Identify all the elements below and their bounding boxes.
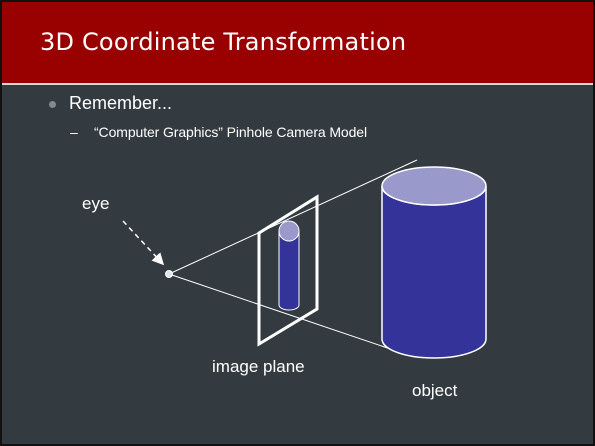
- sub-bullet-pinhole-camera: “Computer Graphics” Pinhole Camera Model: [94, 124, 367, 140]
- projection-ray-bottom: [168, 273, 415, 358]
- image-plane-label: image plane: [212, 357, 305, 376]
- bullet-remember: Remember...: [69, 93, 173, 113]
- sub-bullet-dash: –: [70, 124, 78, 140]
- eye-point: [165, 270, 173, 278]
- projection-ray-top: [168, 159, 418, 275]
- object-label: object: [412, 381, 458, 400]
- slide-title: 3D Coordinate Transformation: [40, 28, 407, 56]
- eye-label: eye: [82, 194, 110, 213]
- title-bar: 3D Coordinate Transformation: [2, 2, 593, 85]
- bullet-dot-icon: [49, 101, 56, 108]
- eye-pointer-arrow: [122, 220, 165, 266]
- image-plane: [257, 194, 319, 347]
- projected-cylinder: [278, 220, 300, 311]
- object-cylinder: [381, 166, 487, 359]
